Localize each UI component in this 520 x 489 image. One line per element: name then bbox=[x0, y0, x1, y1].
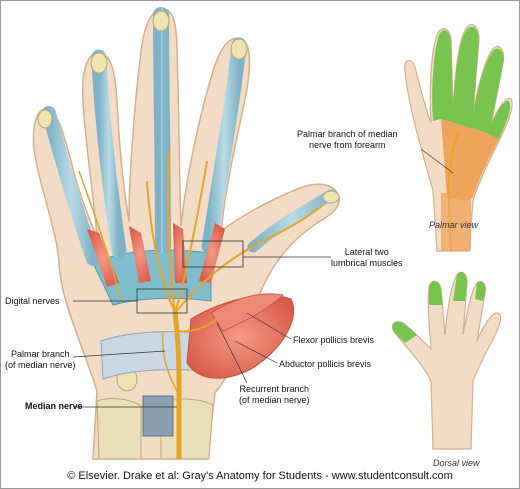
palmar-branch-nerve bbox=[161, 330, 178, 392]
dorsal-view-ring-tip bbox=[475, 281, 486, 301]
distal-phalanx-little bbox=[37, 109, 53, 129]
recurrent-branch-label: Recurrent branch (of median nerve) bbox=[239, 384, 310, 406]
lateral-lumbricals-label-line2: lumbrical muscles bbox=[331, 258, 403, 268]
lumbrical-muscle bbox=[199, 223, 225, 283]
digital-nerve bbox=[174, 204, 324, 314]
dorsal-view-caption: Dorsal view bbox=[433, 458, 480, 468]
tendon-ring bbox=[91, 49, 127, 259]
ulnar-digital-nerve bbox=[78, 170, 122, 302]
lumbrical-muscle bbox=[87, 229, 119, 287]
palmar-branch-subtitle: (of median nerve) bbox=[5, 360, 76, 370]
digital-nerves-label: Digital nerves bbox=[5, 296, 60, 306]
flexor-pollicis-brevis-muscle bbox=[210, 293, 284, 332]
tendon-index bbox=[201, 37, 247, 254]
palmar-view-caption: Palmar view bbox=[429, 220, 479, 230]
recurrent-branch-title: Recurrent branch bbox=[239, 384, 310, 394]
digital-nerve bbox=[146, 180, 176, 314]
distal-phalanx-ring bbox=[90, 52, 108, 74]
digital-nerve bbox=[174, 160, 208, 314]
lumbrical-callout-box bbox=[182, 240, 244, 268]
dorsal-view-thumb-tip bbox=[392, 321, 417, 343]
carpal-tunnel-tendons bbox=[142, 395, 174, 437]
radius-bone bbox=[96, 398, 142, 460]
dorsal-view-hand bbox=[391, 271, 502, 450]
copyright-credit: © Elsevier. Drake et al: Gray's Anatomy … bbox=[67, 470, 453, 482]
lateral-lumbricals-label: Lateral two lumbrical muscles bbox=[331, 247, 403, 269]
palmar-branch-label: Palmar branch (of median nerve) bbox=[5, 349, 76, 371]
distal-phalanx-thumb bbox=[322, 190, 340, 204]
median-nerve-trunk bbox=[172, 310, 182, 459]
lateral-lumbricals-label-line1: Lateral two bbox=[344, 247, 389, 257]
flexor-pollicis-brevis-label: Flexor pollicis brevis bbox=[293, 335, 375, 345]
palmar-view-wrist-band bbox=[441, 193, 471, 251]
recurrent-branch-subtitle: (of median nerve) bbox=[239, 395, 310, 405]
hand-illustration bbox=[32, 7, 513, 460]
distal-phalanx-index bbox=[230, 38, 248, 60]
palmar-branch-forearm-line1: Palmar branch of median bbox=[297, 129, 398, 139]
dorsal-view-middle-tip bbox=[453, 272, 467, 301]
palmar-branch-title: Palmar branch bbox=[11, 349, 70, 359]
abductor-pollicis-brevis-label: Abductor pollicis brevis bbox=[279, 359, 372, 369]
palmar-branch-forearm-label: Palmar branch of median nerve from forea… bbox=[297, 129, 398, 151]
tendon-middle bbox=[153, 7, 171, 254]
distal-phalanx-middle bbox=[152, 10, 170, 32]
dorsal-view-index-tip bbox=[429, 281, 443, 305]
recurrent-branch-nerve bbox=[176, 318, 218, 333]
palmar-branch-forearm-line2: nerve from forearm bbox=[309, 140, 386, 150]
tendon-little bbox=[42, 106, 100, 266]
lumbrical-muscle bbox=[129, 226, 151, 283]
palmar-view-median-territory-green bbox=[432, 26, 511, 139]
lumbrical-muscle bbox=[173, 223, 187, 283]
median-nerve-label: Median nerve bbox=[25, 401, 83, 411]
digital-nerve bbox=[167, 150, 176, 314]
